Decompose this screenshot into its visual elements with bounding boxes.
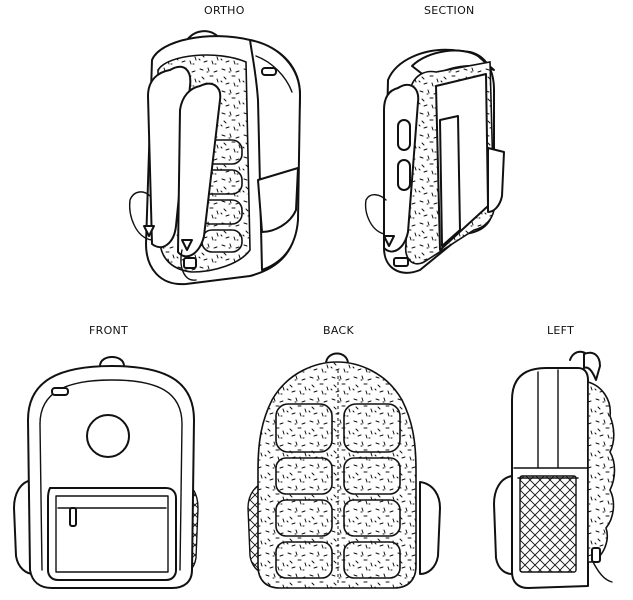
back-pad-cell [343,499,401,537]
section-buckle [393,257,409,267]
front-pocket-flap [55,495,169,573]
ortho-pad-cell [201,229,243,253]
back-pad-cell [275,541,333,579]
back-pad-cell [275,457,333,495]
back-right-side-pocket [419,481,441,575]
section-view [364,48,505,274]
section-label: SECTION [424,4,475,17]
left-view [493,350,616,589]
back-pad-cell [343,457,401,495]
front-handle [99,356,125,367]
left-buckle [591,547,601,563]
back-handle [325,352,349,365]
ortho-buckle [181,239,193,251]
ortho-view [129,30,301,286]
front-pocket-zipper-pull [69,507,77,527]
ortho-label: ORTHO [204,4,245,17]
left-mesh-pocket [519,475,577,573]
left-label: LEFT [547,324,575,337]
left-back-padding [587,380,616,563]
section-webbing [364,194,387,235]
back-pad-cell [275,499,333,537]
back-pad-cell [343,403,401,453]
front-pocket [47,487,177,581]
front-logo-patch [86,414,130,458]
ortho-zipper-pull [261,67,277,76]
back-view [247,352,441,589]
front-label: FRONT [89,324,129,337]
back-pad-cell [343,541,401,579]
ortho-right-strap [177,82,222,258]
front-zipper-track [39,423,43,571]
ortho-zipper [255,55,293,93]
section-strap-pad [397,159,411,191]
ortho-buckle [183,257,197,269]
section-side-pocket [487,147,505,213]
front-view [13,356,199,589]
section-buckle [383,235,395,247]
left-side-pocket-bump [493,475,513,575]
front-zipper-track [39,379,183,571]
back-pad-cell [275,403,333,453]
left-strap [583,351,601,381]
left-zipper-panel [537,369,559,469]
front-zipper-pull [51,387,69,396]
left-strap-webbing [591,559,613,583]
section-laptop-sleeve [439,115,461,247]
back-label: BACK [323,324,354,337]
ortho-side-pocket [257,167,299,233]
ortho-strap-webbing [129,191,153,241]
ortho-strap-webbing [180,249,197,281]
section-strap-pad [397,119,411,151]
ortho-buckle [143,225,155,237]
